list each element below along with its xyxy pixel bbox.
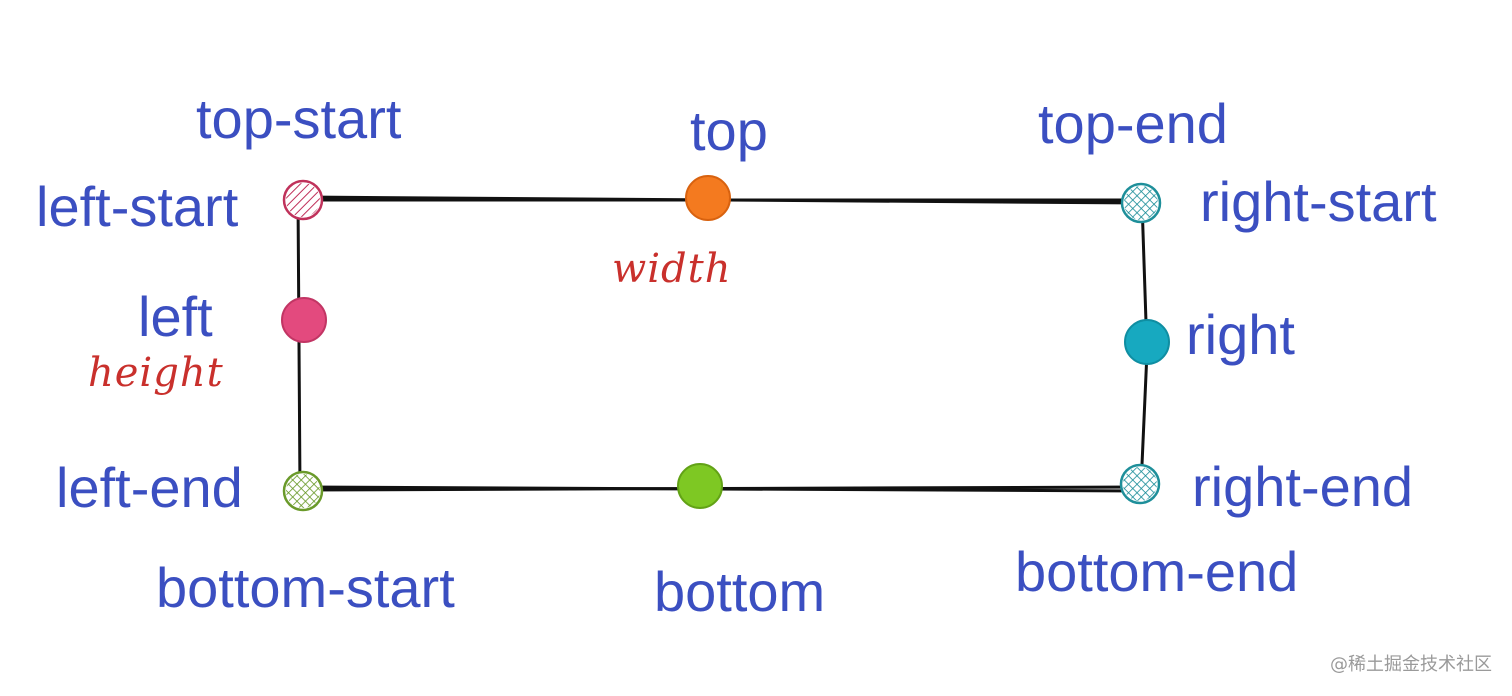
right-end-label: right-end <box>1192 455 1413 518</box>
top-start-label: top-start <box>196 87 402 150</box>
height-label: height <box>88 350 224 396</box>
left-end-label: left-end <box>56 456 243 519</box>
bottom-end-label: bottom-end <box>1015 540 1298 603</box>
top-label: top <box>690 99 768 162</box>
top-start-marker <box>282 179 324 221</box>
right-start-marker <box>1120 182 1162 224</box>
width-label: width <box>612 246 731 292</box>
right-marker <box>1124 319 1170 365</box>
right-start-label: right-start <box>1200 170 1437 233</box>
left-label: left <box>138 285 213 348</box>
right-end-marker <box>1119 463 1161 505</box>
right-label: right <box>1186 303 1295 366</box>
bottom-start-label: bottom-start <box>156 556 455 619</box>
top-marker <box>685 175 731 221</box>
bottom-label: bottom <box>654 560 825 623</box>
top-end-label: top-end <box>1038 92 1228 155</box>
left-marker <box>281 297 327 343</box>
bottom-marker <box>677 463 723 509</box>
left-end-marker <box>282 470 324 512</box>
reference-rectangle <box>294 195 1149 493</box>
left-start-label: left-start <box>36 175 239 238</box>
watermark: @稀土掘金技术社区 <box>1330 654 1492 675</box>
